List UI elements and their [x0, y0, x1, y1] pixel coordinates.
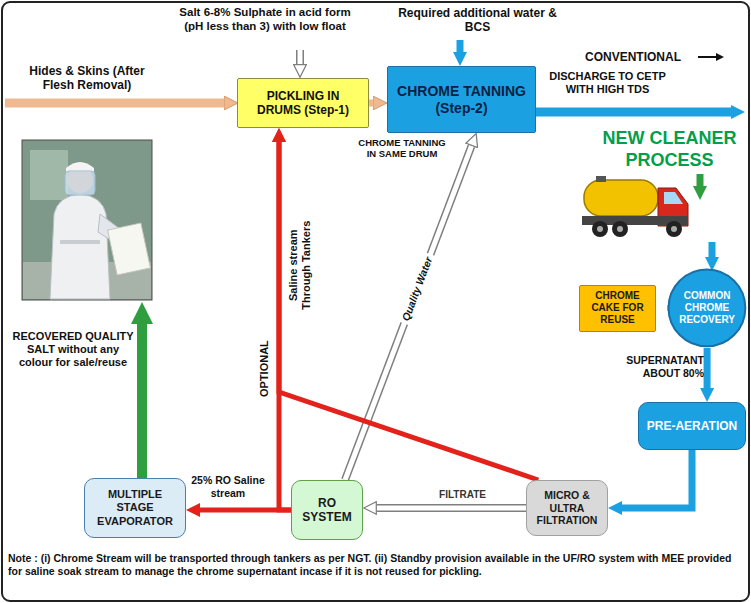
input-arrow: [5, 99, 224, 108]
process-box: PICKLING IN DRUMS (Step-1): [237, 78, 369, 128]
truck-hatch: [596, 176, 606, 182]
flow-arrow: [622, 450, 692, 508]
truck-wheel: [612, 221, 628, 237]
flow-label: DISCHARGE TO CETP WITH HIGH TDS: [540, 70, 675, 96]
direction-arrow: [698, 56, 716, 58]
truck-wheel: [666, 221, 682, 237]
edge-label: CHROME TANNING IN SAME DRUM: [356, 137, 448, 160]
node-label: COMMON CHROME RECOVERY: [674, 290, 741, 326]
process-box: RO SYSTEM: [291, 480, 363, 540]
truck-wheel: [592, 221, 608, 237]
node-label: CHROME CAKE FOR REUSE: [585, 290, 651, 326]
node-label: RO SYSTEM: [298, 496, 357, 525]
direction-arrow: [697, 174, 704, 186]
route-label: NEW CLEANER PROCESS: [592, 128, 747, 171]
worker-photo: [22, 140, 152, 300]
salt-bag: [108, 223, 151, 275]
circle-shape: [669, 270, 746, 347]
process-box: PRE-AERATION: [638, 402, 746, 450]
output-label: RECOVERED QUALITY SALT without any colou…: [12, 330, 134, 370]
face-shield: [65, 171, 95, 195]
tanker-truck: [582, 176, 688, 237]
edge-label: FILTRATE: [420, 489, 505, 501]
worker-coat: [50, 194, 110, 299]
node-label: MULTIPLE STAGE EVAPORATOR: [91, 488, 180, 528]
truck-hub: [617, 226, 623, 232]
node-label: CHROME TANNING (Step-2): [395, 83, 529, 117]
process-box: CHROME TANNING (Step-2): [387, 66, 536, 133]
output-box: CHROME CAKE FOR REUSE: [579, 285, 656, 332]
truck-hub: [671, 226, 677, 232]
flow-label: OPTIONAL: [258, 329, 271, 409]
flow-arrow: [345, 146, 471, 480]
input-label: Salt 6-8% Sulphate in acid form (pH less…: [170, 6, 360, 34]
photo-background: [22, 140, 152, 300]
note-text: Note : (i) Chrome Stream will be transpo…: [8, 552, 743, 577]
photo-window: [30, 150, 68, 200]
connector-outlines: [345, 146, 526, 508]
truck-hub: [597, 226, 603, 232]
truck-window: [664, 192, 683, 204]
edge-label: Quality Water: [398, 253, 436, 326]
process-box: MULTIPLE STAGE EVAPORATOR: [84, 478, 186, 538]
process-box: MICRO & ULTRA FILTRATION: [526, 480, 608, 536]
flow-arrow-outline: [345, 146, 471, 480]
process-circle: COMMON CHROME RECOVERY: [667, 268, 747, 348]
output-arrow: [137, 324, 147, 478]
input-label: Required additional water & BCS: [390, 6, 565, 35]
edge-label: 25% RO Saline stream: [186, 474, 270, 499]
input-arrow: [298, 50, 303, 64]
flow-arrow: [704, 348, 711, 388]
node-label: PRE-AERATION: [647, 419, 737, 433]
flow-arrow: [369, 100, 373, 107]
flow-arrow-outline: [377, 504, 526, 512]
flow-arrow: [279, 142, 538, 480]
discharge-arrow: [536, 108, 731, 117]
input-arrow: [457, 40, 464, 52]
input-label: Hides & Skins (After Flesh Removal): [12, 64, 162, 93]
input-arrow-outline: [296, 50, 304, 64]
route-label: CONVENTIONAL: [585, 50, 695, 64]
edge-label: SUPERNATANT ABOUT 80%: [610, 354, 704, 379]
truck-tank: [584, 180, 658, 216]
flow-arrow: [377, 506, 526, 511]
transport-arrow: [709, 242, 716, 257]
node-label: PICKLING IN DRUMS (Step-1): [244, 89, 363, 118]
coat-belt: [60, 240, 100, 244]
node-label: MICRO & ULTRA FILTRATION: [533, 489, 602, 527]
flow-label: Saline stream Through Tankers: [287, 210, 313, 320]
